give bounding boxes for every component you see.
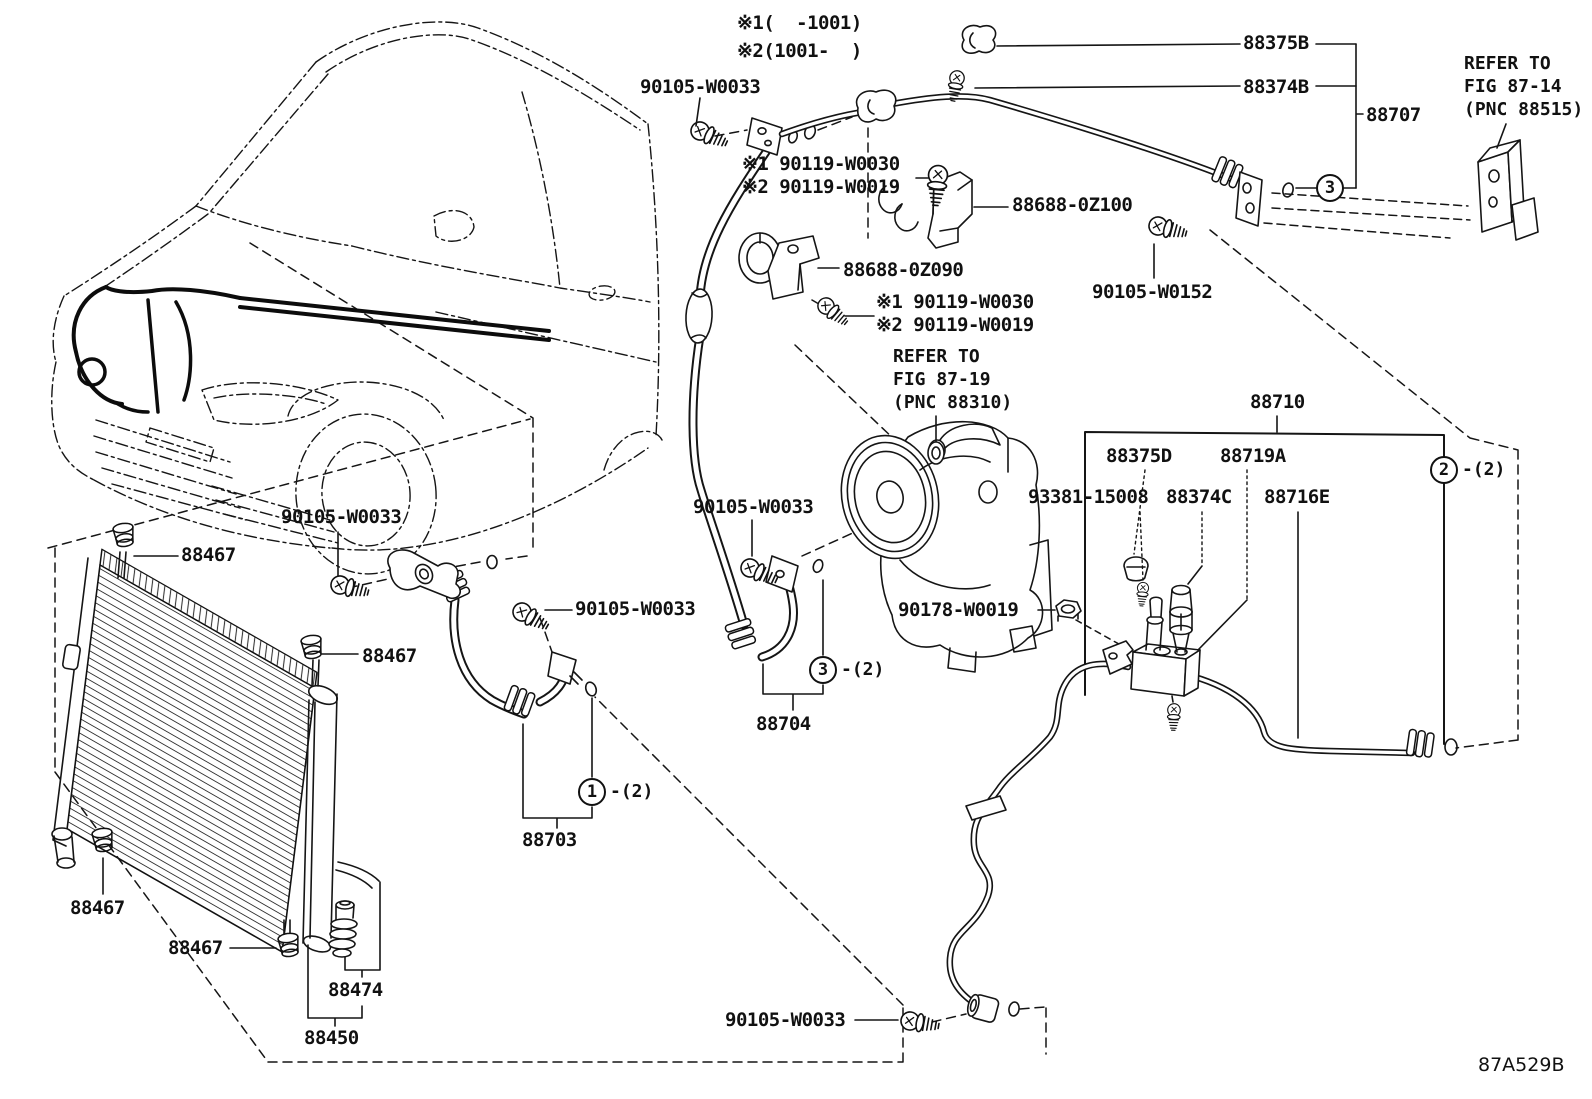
part-label-88375b: 88375B (1243, 32, 1309, 54)
reference-line: REFER TO (1464, 53, 1551, 74)
region-boundaries (47, 116, 1519, 1063)
part-label-88719a: 88719A (1220, 445, 1286, 467)
part-label-88716e: 88716E (1264, 486, 1330, 508)
part-label-90105-w0033-e: 90105-W0033 (575, 598, 696, 620)
part-label-88707: 88707 (1366, 104, 1421, 126)
condenser-drawing (51, 521, 380, 959)
part-label-88374c: 88374C (1166, 486, 1232, 508)
callout-1: 1 (578, 778, 606, 806)
callout-2-qty: -(2) (1462, 459, 1506, 480)
part-label-88688-0z090: 88688-0Z090 (843, 259, 964, 281)
expansion-valve-drawing (1477, 139, 1539, 241)
part-label-88467-4: 88467 (168, 937, 223, 959)
reference-line: FIG 87-19 (893, 369, 991, 390)
reference-line: (PNC 88515) (1464, 99, 1584, 120)
part-label-90178-w0019: 90178-W0019 (898, 599, 1019, 621)
callout-3-mid: 3 (809, 656, 837, 684)
suction-hose-88704-drawing (685, 117, 824, 662)
part-label-93381-15008: 93381-15008 (1028, 486, 1149, 508)
part-label-88467-3: 88467 (70, 897, 125, 919)
part-label-90105-w0152: 90105-W0152 (1092, 281, 1213, 303)
production-note-2: ※2(1001- ) (737, 40, 862, 62)
drawing-code: 87A529B (1478, 1054, 1565, 1076)
liquid-pipe-88710-drawing (946, 431, 1458, 1023)
part-label-88704: 88704 (756, 713, 811, 735)
bolt-note-1a: ※1 90119-W0030 (742, 153, 900, 175)
part-label-88710: 88710 (1250, 391, 1305, 413)
packing-88474-drawing (328, 900, 358, 958)
part-label-88688-0z100: 88688-0Z100 (1012, 194, 1133, 216)
part-label-88474: 88474 (328, 979, 383, 1001)
discharge-hose-88703-drawing (387, 549, 598, 719)
callout-1-qty: -(2) (610, 781, 654, 802)
production-note-1: ※1( -1001) (737, 12, 862, 34)
callout-2: 2 (1430, 456, 1458, 484)
compressor-drawing (840, 420, 1053, 673)
leader-lines (102, 43, 1507, 1027)
reference-line: FIG 87-14 (1464, 76, 1562, 97)
part-label-90105-w0033-f: 90105-W0033 (725, 1009, 846, 1031)
bolt-note-2a: ※1 90119-W0030 (876, 291, 1034, 313)
reference-line: (PNC 88310) (893, 392, 1013, 413)
part-label-88374b: 88374B (1243, 76, 1309, 98)
callout-3-top: 3 (1316, 174, 1344, 202)
engine-bay-piping-highlight (71, 285, 551, 414)
part-label-88450: 88450 (304, 1027, 359, 1049)
callout-3-mid-qty: -(2) (841, 659, 885, 680)
suction-pipe-88707-drawing (738, 24, 1294, 300)
part-label-90105-w0033-c: 90105-W0033 (693, 496, 814, 518)
part-label-88467-2: 88467 (362, 645, 417, 667)
bolt-note-1b: ※2 90119-W0019 (742, 176, 900, 198)
vehicle-sketch (51, 21, 663, 575)
reference-line: REFER TO (893, 346, 980, 367)
part-label-88467-1: 88467 (181, 544, 236, 566)
part-label-90105-w0033-a: 90105-W0033 (640, 76, 761, 98)
part-label-90105-w0033-d: 90105-W0033 (281, 506, 402, 528)
part-label-88703: 88703 (522, 829, 577, 851)
part-label-88375d: 88375D (1106, 445, 1172, 467)
bolt-note-2b: ※2 90119-W0019 (876, 314, 1034, 336)
